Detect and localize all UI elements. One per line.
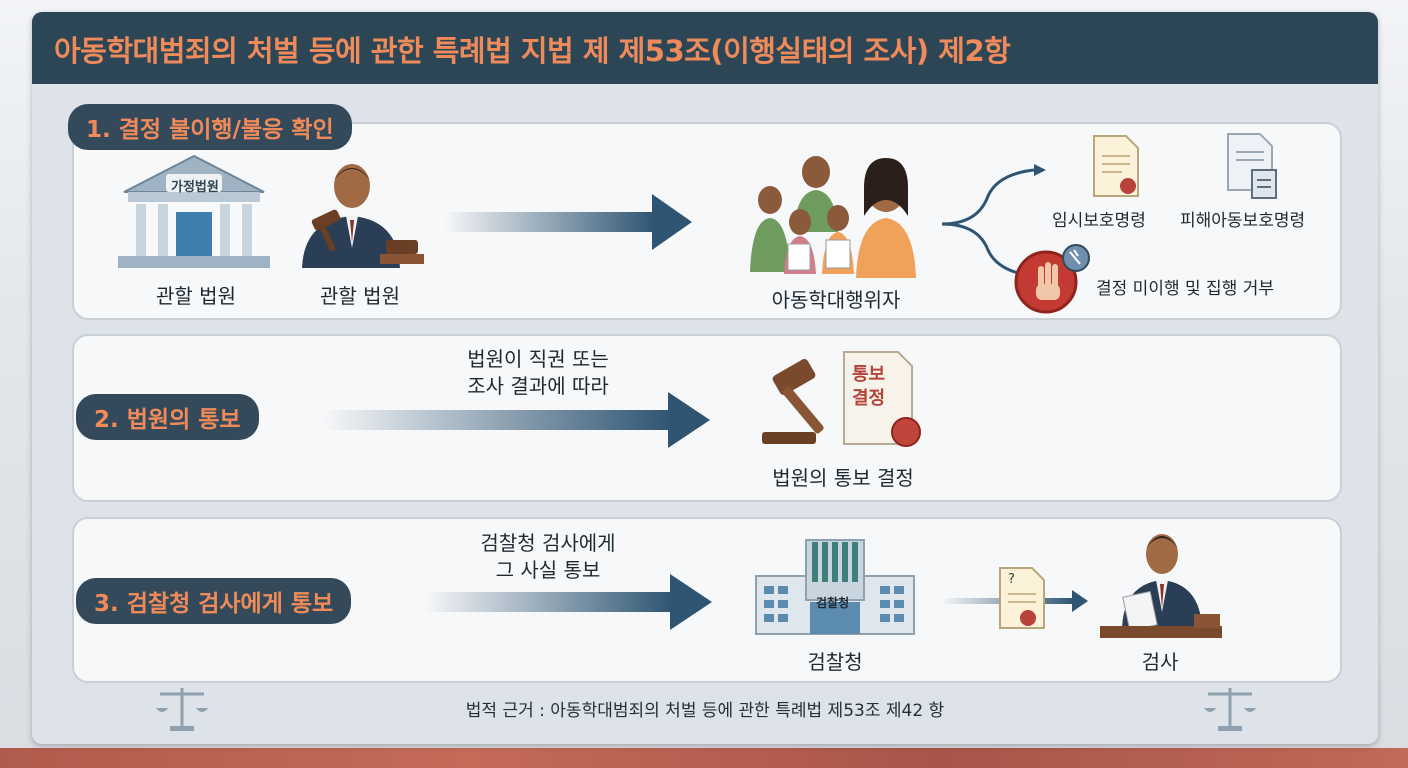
infographic-frame: 아동학대범죄의 처벌 등에 관한 특례법 지법 제 제53조(이행실태의 조사)… <box>32 12 1378 744</box>
step2-arrow-text: 법원이 직권 또는 조사 결과에 따라 <box>438 346 638 400</box>
step3-arrow-line1: 검찰청 검사에게 <box>480 531 616 555</box>
flow-arrow-1 <box>444 194 692 250</box>
branch-bottom-label: 결정 미이행 및 집행 거부 <box>1096 279 1275 299</box>
prosecutor-building-sign: 검찰청 <box>816 596 850 610</box>
family-group-icon <box>750 156 916 278</box>
branch-top-label-1: 임시보호명령 <box>1052 211 1146 231</box>
step3-label: 3. 검찰청 검사에게 통보 <box>76 578 352 624</box>
step2-label: 2. 법원의 통보 <box>76 394 259 440</box>
step2-result-label: 법원의 통보 결정 <box>772 466 914 490</box>
bottom-decor-bar <box>0 748 1408 768</box>
document-certificate-icon <box>1093 135 1139 197</box>
step1-label: 1. 결정 불이행/불응 확인 <box>68 104 352 150</box>
court-building-icon <box>118 154 270 268</box>
scales-icon-right <box>1204 688 1256 731</box>
prosecutor-person-icon <box>1100 534 1222 638</box>
step3-arrow-text: 검찰청 검사에게 그 사실 통보 <box>448 530 648 584</box>
report-doc-mark: ? <box>1008 572 1015 587</box>
step2-arrow-line2: 조사 결과에 따라 <box>467 374 609 398</box>
judge-icon <box>302 164 424 268</box>
notice-doc-line1: 통보 <box>852 364 886 385</box>
notice-document-icon <box>843 351 921 447</box>
gavel-icon <box>762 358 824 444</box>
step2-arrow-line1: 법원이 직권 또는 <box>467 347 609 371</box>
prosecutor-label: 검사 <box>1141 650 1179 674</box>
header-bar: 아동학대범죄의 처벌 등에 관한 특례법 지법 제 제53조(이행실태의 조사)… <box>32 12 1378 84</box>
court-building-label: 관할 법원 <box>156 284 236 308</box>
notice-doc-line2: 결정 <box>852 388 886 409</box>
report-document-icon <box>999 567 1045 629</box>
scales-icon-left <box>156 688 208 731</box>
legal-basis-footer: 법적 근거 : 아동학대범죄의 처벌 등에 관한 특례법 제53조 제42 항 <box>465 701 945 721</box>
court-sign-text: 가정법원 <box>171 180 219 195</box>
prosecutor-office-building-icon <box>755 539 915 635</box>
prosecutor-office-label: 검찰청 <box>807 650 863 674</box>
branch-top-label-2: 피해아동보호명령 <box>1180 211 1306 231</box>
step3-arrow-line2: 그 사실 통보 <box>495 558 601 582</box>
flow-arrow-3 <box>424 574 712 630</box>
flow-arrow-2 <box>322 392 710 448</box>
document-clipboard-icon <box>1227 133 1277 199</box>
stop-hand-icon <box>1014 244 1090 314</box>
page-title: 아동학대범죄의 처벌 등에 관한 특례법 지법 제 제53조(이행실태의 조사)… <box>54 34 1011 68</box>
family-label: 아동학대행위자 <box>771 288 901 312</box>
judge-label: 관할 법원 <box>320 284 400 308</box>
